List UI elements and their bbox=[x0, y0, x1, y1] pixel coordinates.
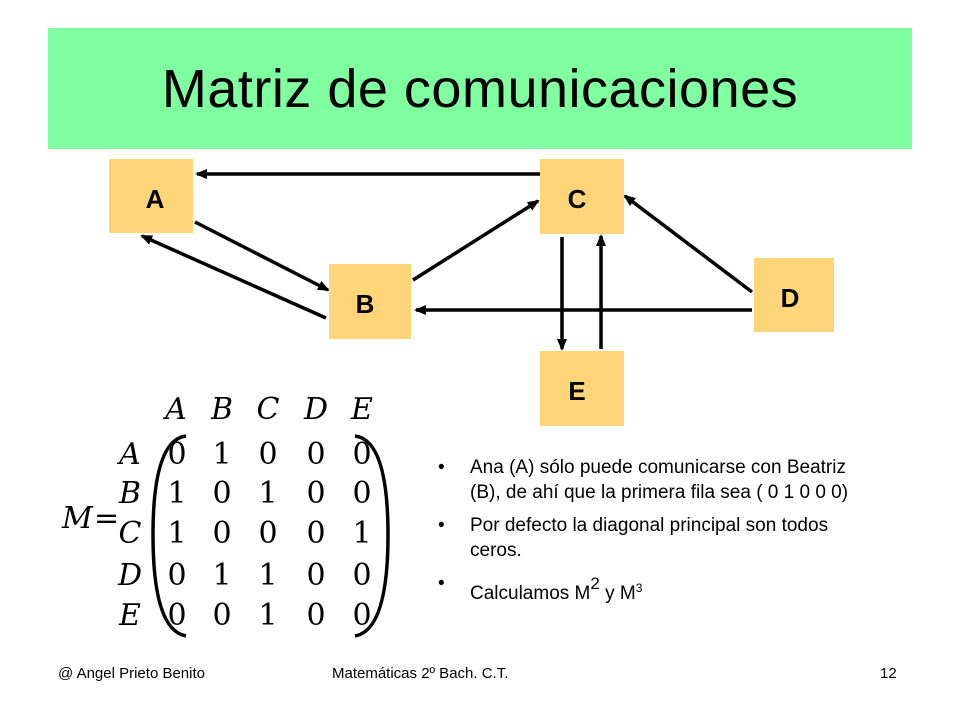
matrix-cell: 0 bbox=[306, 558, 325, 593]
matrix-cell: 1 bbox=[212, 437, 231, 472]
matrix-col-header: E bbox=[350, 392, 373, 427]
bullet-text: y M bbox=[599, 583, 636, 604]
footer-page-number: 12 bbox=[880, 665, 897, 682]
matrix-row-header: E bbox=[118, 598, 141, 633]
matrix-row-header: A bbox=[116, 437, 141, 472]
matrix-cell: 0 bbox=[306, 598, 325, 633]
matrix-cell: 0 bbox=[212, 598, 231, 633]
node-a-label: A bbox=[146, 184, 165, 214]
matrix-col-header: C bbox=[257, 392, 280, 427]
matrix-cell: 0 bbox=[167, 598, 186, 633]
bullet-item: Calculamos M2 y M3 bbox=[432, 571, 872, 606]
slide-title: Matriz de comunicaciones bbox=[161, 58, 799, 119]
edge-a-to-b bbox=[194, 220, 330, 292]
footer-course: Matemáticas 2º Bach. C.T. bbox=[332, 665, 509, 682]
matrix-cell: 0 bbox=[167, 558, 186, 593]
footer-author: @ Angel Prieto Benito bbox=[58, 665, 205, 682]
exponent: 3 bbox=[635, 581, 643, 595]
bullet-text: Calculamos M bbox=[470, 583, 591, 604]
node-d-label: D bbox=[781, 283, 800, 313]
matrix-cell: 0 bbox=[212, 476, 231, 511]
matrix-row-headers: A B C D E bbox=[116, 437, 142, 633]
matrix-row-header: C bbox=[119, 516, 142, 551]
matrix-cell: 1 bbox=[167, 476, 186, 511]
matrix-cell: 1 bbox=[258, 598, 277, 633]
matrix-cell: 0 bbox=[258, 516, 277, 551]
matrix-cells: 0 1 0 0 0 1 0 1 0 0 1 0 0 0 1 0 1 1 0 0 … bbox=[167, 437, 371, 633]
matrix-cell: 0 bbox=[352, 476, 371, 511]
matrix-cell: 0 bbox=[167, 437, 186, 472]
node-e-label: E bbox=[568, 376, 585, 406]
matrix-col-header: B bbox=[210, 392, 233, 427]
matrix-cell: 0 bbox=[352, 558, 371, 593]
edges bbox=[140, 169, 754, 351]
matrix-cell: 1 bbox=[167, 516, 186, 551]
matrix-name: M bbox=[61, 501, 94, 536]
matrix-cell: 1 bbox=[258, 558, 277, 593]
matrix-col-header: D bbox=[303, 392, 328, 427]
bullet-text: Ana (A) sólo puede comunicarse con Beatr… bbox=[470, 457, 849, 503]
matrix-cell: 0 bbox=[306, 437, 325, 472]
bullet-item: Por defecto la diagonal principal son to… bbox=[432, 513, 872, 563]
matrix-cell: 0 bbox=[306, 476, 325, 511]
node-b: B bbox=[329, 264, 411, 339]
matrix-cell: 1 bbox=[212, 558, 231, 593]
node-c-label: C bbox=[568, 184, 587, 214]
matrix-row-header: D bbox=[117, 558, 142, 593]
node-b-label: B bbox=[356, 289, 375, 319]
title-banner: Matriz de comunicaciones bbox=[48, 28, 912, 149]
matrix-cell: 0 bbox=[306, 516, 325, 551]
edge-b-to-c bbox=[412, 199, 540, 282]
explanation-bullets: Ana (A) sólo puede comunicarse con Beatr… bbox=[432, 455, 872, 614]
adjacency-matrix: M = A B C D E A B C D E 0 1 0 0 0 1 0 1 … bbox=[61, 392, 390, 638]
matrix-right-bracket bbox=[354, 434, 390, 638]
node-d: D bbox=[754, 258, 834, 332]
matrix-cell: 0 bbox=[352, 437, 371, 472]
exponent: 2 bbox=[590, 574, 600, 593]
node-e: E bbox=[540, 351, 624, 426]
bullet-item: Ana (A) sólo puede comunicarse con Beatr… bbox=[432, 455, 872, 505]
matrix-cell: 0 bbox=[258, 437, 277, 472]
matrix-left-bracket bbox=[151, 434, 187, 638]
matrix-cell: 0 bbox=[352, 598, 371, 633]
matrix-cell: 1 bbox=[258, 476, 277, 511]
edge-b-to-a bbox=[140, 234, 327, 320]
matrix-col-header: A bbox=[162, 392, 187, 427]
bullet-text: Por defecto la diagonal principal son to… bbox=[470, 515, 829, 561]
matrix-equals: = bbox=[94, 501, 119, 536]
node-c: C bbox=[540, 159, 624, 234]
matrix-cell: 1 bbox=[352, 516, 371, 551]
matrix-column-headers: A B C D E bbox=[162, 392, 373, 427]
node-a: A bbox=[109, 159, 193, 233]
matrix-row-header: B bbox=[118, 476, 141, 511]
matrix-cell: 0 bbox=[212, 516, 231, 551]
edge-d-to-c bbox=[623, 194, 754, 294]
